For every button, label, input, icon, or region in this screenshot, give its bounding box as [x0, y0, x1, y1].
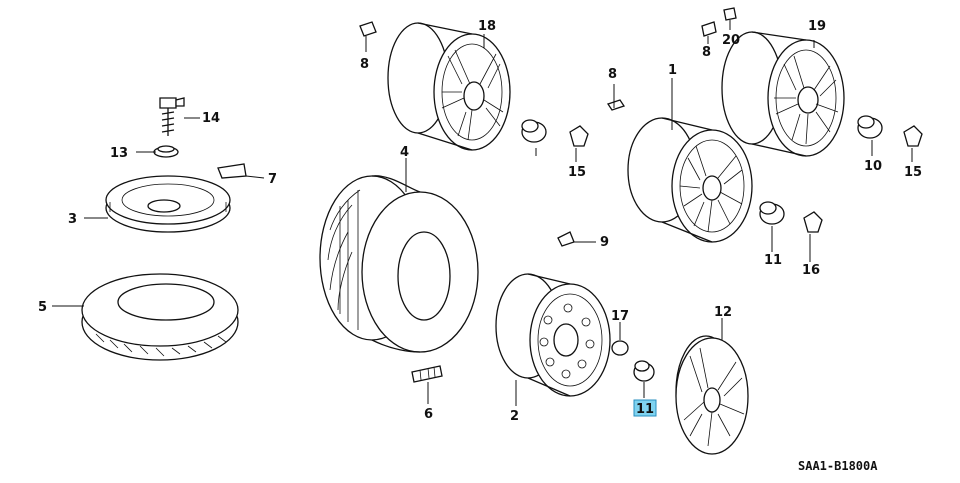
alloy-wheel-17-drawing[interactable]	[387, 22, 511, 151]
label-8a[interactable]: 8	[360, 57, 369, 72]
steel-wheel-2-drawing[interactable]	[495, 273, 611, 397]
diagram-code: SAA1-B1800A	[798, 459, 878, 473]
label-5[interactable]: 5	[38, 300, 47, 315]
label-15a[interactable]: 15	[568, 165, 586, 180]
leader-lines	[52, 20, 913, 406]
bolt-14-drawing[interactable]	[159, 97, 185, 136]
nut-13-drawing[interactable]	[153, 145, 179, 158]
lug-nut-15b-drawing[interactable]	[903, 125, 923, 147]
lug-nut-15a-drawing[interactable]	[569, 125, 589, 147]
clip-8c-drawing[interactable]	[606, 99, 626, 111]
nut-11b-drawing[interactable]	[759, 201, 785, 225]
label-10[interactable]: 11	[636, 402, 654, 417]
clip-8a-drawing[interactable]	[359, 21, 377, 37]
valve-stem-6-drawing[interactable]	[411, 365, 443, 383]
label-1[interactable]: 1	[668, 63, 677, 78]
label-17[interactable]: 18	[478, 19, 496, 34]
label-9[interactable]: 9	[600, 235, 609, 250]
spare-wheel-3-drawing[interactable]	[105, 175, 231, 233]
label-11a[interactable]: 10	[864, 159, 882, 174]
hub-nut-16-drawing[interactable]	[611, 340, 629, 356]
label-18[interactable]: 19	[808, 19, 826, 34]
label-13[interactable]: 13	[110, 146, 128, 161]
label-15b[interactable]: 15	[904, 165, 922, 180]
label-14[interactable]: 14	[202, 111, 220, 126]
label-7[interactable]: 7	[268, 172, 277, 187]
wheel-cover-12-drawing[interactable]	[675, 335, 749, 455]
label-8c[interactable]: 8	[608, 67, 617, 82]
label-12[interactable]: 12	[714, 305, 732, 320]
part-labels: 18 8 19 8 20 8 1 14 13 7 3 4 15 10 15 9 …	[38, 19, 922, 424]
clip-8b-drawing[interactable]	[701, 21, 717, 37]
alloy-wheel-1-drawing[interactable]	[627, 117, 753, 243]
nut-11a-drawing[interactable]	[857, 115, 883, 139]
label-8b[interactable]: 8	[702, 45, 711, 60]
weight-9-drawing[interactable]	[557, 231, 575, 247]
highlight-box-10	[633, 399, 657, 417]
nut-10-drawing[interactable]	[633, 360, 655, 382]
lug-nut-15c-drawing[interactable]	[803, 211, 823, 233]
label-15c[interactable]: 16	[802, 263, 820, 278]
label-16[interactable]: 17	[611, 309, 629, 324]
label-11b[interactable]: 11	[764, 253, 782, 268]
alloy-wheel-18-drawing[interactable]	[721, 31, 845, 157]
label-3[interactable]: 3	[68, 212, 77, 227]
clip-19-drawing[interactable]	[723, 7, 737, 21]
label-4[interactable]: 4	[400, 145, 409, 160]
label-6[interactable]: 6	[424, 407, 433, 422]
tire-4-drawing[interactable]	[319, 175, 479, 353]
sticker-7-drawing[interactable]	[217, 163, 247, 179]
label-19[interactable]: 20	[722, 33, 740, 48]
label-2[interactable]: 2	[510, 409, 519, 424]
nut-20-drawing[interactable]	[521, 119, 547, 143]
spare-tire-5-drawing[interactable]	[81, 273, 239, 361]
